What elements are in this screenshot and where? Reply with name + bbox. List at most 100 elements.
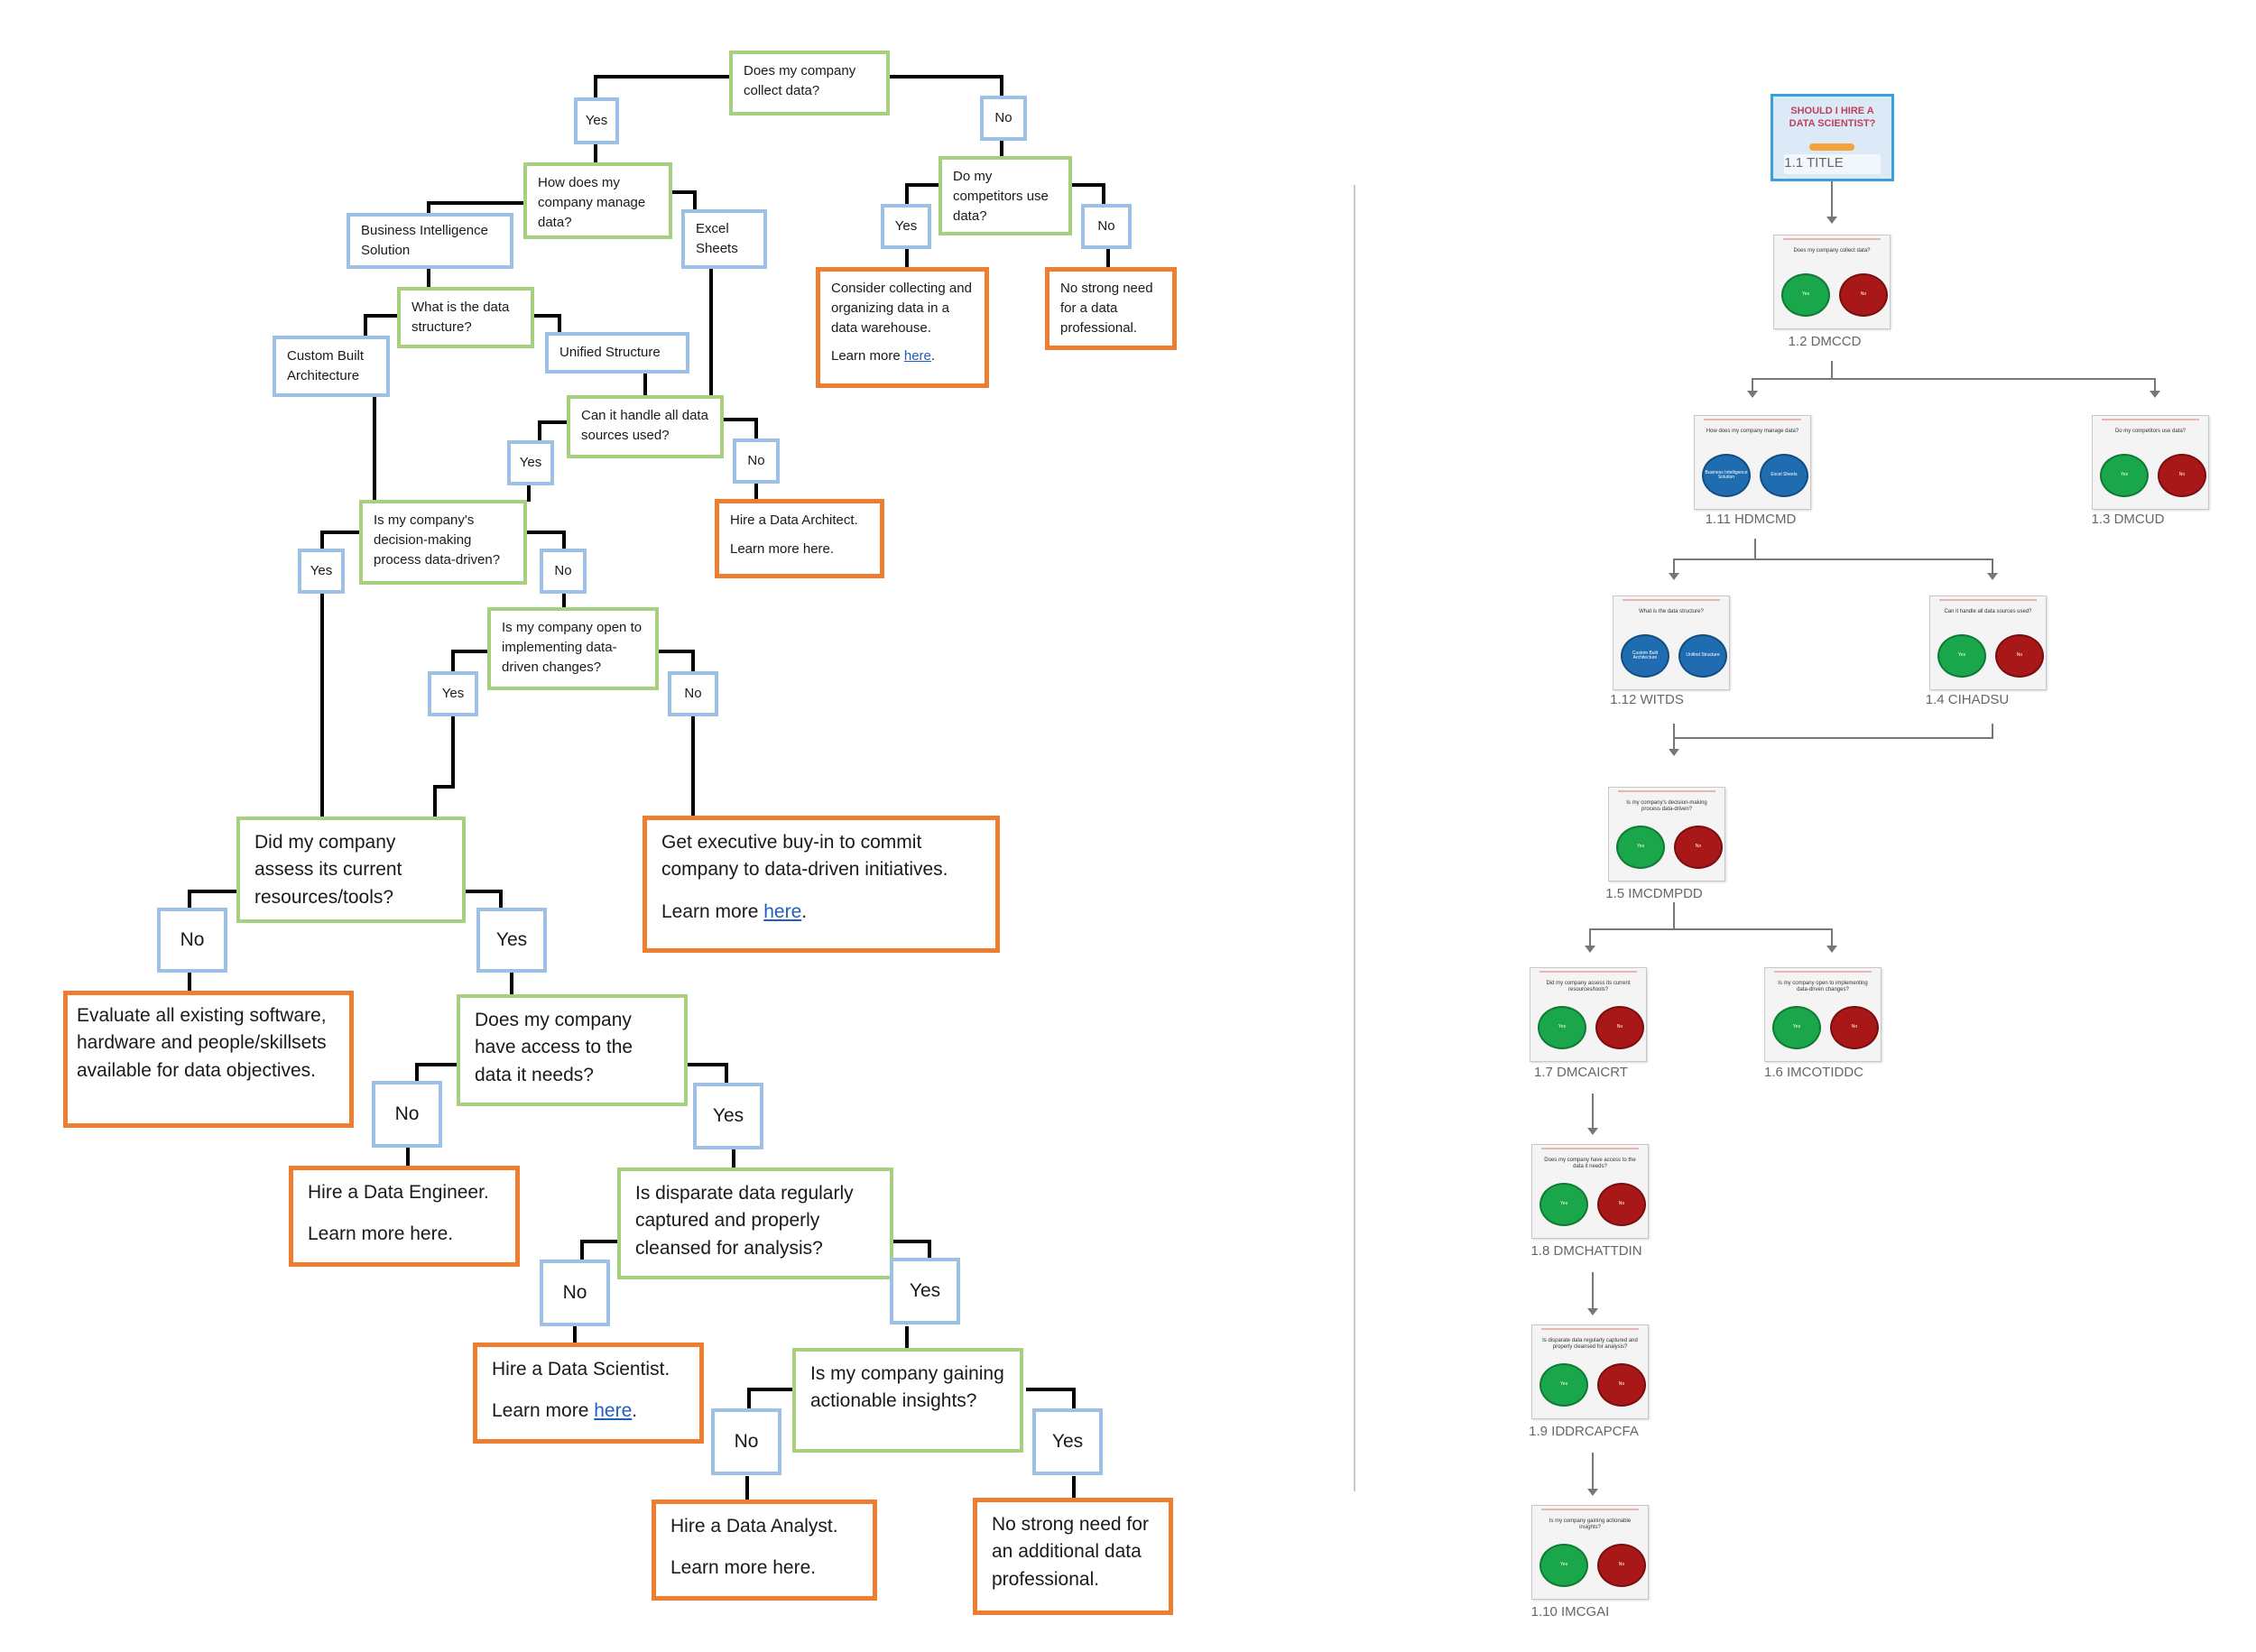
card-title: Does my company collect data? (1793, 248, 1871, 254)
storyboard-card-1-10[interactable]: Is my company gaining actionable insight… (1531, 1505, 1649, 1600)
learn-more-link[interactable]: here (594, 1400, 633, 1422)
card-header (1623, 599, 1720, 601)
result-text: Hire a Data Analyst. (670, 1516, 838, 1537)
answer-label: Yes (712, 1104, 744, 1126)
no-label: No (1618, 1381, 1625, 1388)
no-button-icon: No (1597, 1363, 1646, 1407)
storyboard-label: 1.2 DMCCD (1788, 334, 1862, 349)
answer-no-assess: No (157, 908, 227, 973)
result-text: Hire a Data Engineer. (308, 1182, 489, 1203)
title-card-text: SHOULD I HIRE A DATA SCIENTIST? (1789, 106, 1876, 129)
answer-excel-sheets: Excel Sheets (681, 209, 767, 269)
storyboard-card-1-3[interactable]: Do my competitors use data? Yes No (2092, 415, 2209, 510)
storyboard-card-1-2[interactable]: Does my company collect data? Yes No (1773, 235, 1891, 329)
storyboard-card-1-9[interactable]: Is disparate data regularly captured and… (1531, 1324, 1649, 1419)
no-label: No (1851, 1024, 1858, 1030)
answer-label: No (180, 928, 205, 950)
storyboard-label: 1.11 HDMCMD (1705, 512, 1797, 527)
learn-more-text: Learn more here. (661, 899, 981, 926)
yes-label: Yes (2120, 472, 2129, 478)
storyboard-label: 1.5 IMCDMPDD (1605, 886, 1703, 901)
question-assess-resources: Did my company assess its current resour… (236, 817, 466, 923)
storyboard-card-1-8[interactable]: Does my company have access to the data … (1531, 1144, 1649, 1239)
result-text: No strong need for a data professional. (1060, 281, 1153, 336)
question-text: Do my competitors use data? (953, 169, 1049, 224)
question-competitors-use-data: Do my competitors use data? (938, 156, 1072, 235)
question-text: Does my company have access to the data … (475, 1010, 633, 1085)
yes-button-icon: Yes (1772, 1006, 1821, 1049)
answer-label: No (747, 453, 765, 469)
answer-yes-access: Yes (693, 1083, 763, 1149)
answer-business-intelligence: Business Intelligence Solution (347, 213, 513, 269)
storyboard-card-1-6[interactable]: Is my company open to implementing data-… (1764, 967, 1882, 1062)
question-text: How does my company manage data? (538, 175, 646, 230)
section-divider (1354, 185, 1355, 1491)
storyboard-title-card[interactable]: SHOULD I HIRE A DATA SCIENTIST? (1771, 94, 1894, 181)
question-collect-data: Does my company collect data? (729, 51, 890, 115)
learn-more-text: Learn more here. (308, 1223, 454, 1245)
learn-more-suffix: . (930, 348, 936, 365)
answer-label: Yes (495, 928, 528, 950)
yes-label: Yes (1636, 844, 1645, 850)
question-text: Is disparate data regularly captured and… (635, 1183, 854, 1259)
result-no-strong-need: No strong need for a data professional. (1045, 267, 1177, 350)
storyboard-label: 1.12 WITDS (1610, 692, 1684, 707)
question-decision-driven: Is my company's decision-making process … (359, 500, 527, 585)
storyboard-label: 1.7 DMCAICRT (1534, 1065, 1628, 1080)
yes-button-icon: Yes (2100, 454, 2149, 497)
answer-label: No (562, 1281, 587, 1303)
learn-more-link[interactable]: here (903, 348, 931, 365)
yes-button-icon: Yes (1616, 826, 1665, 869)
storyboard-card-1-11[interactable]: How does my company manage data? Busines… (1694, 415, 1811, 510)
answer-no-disparate: No (540, 1260, 610, 1326)
result-text: Hire a Data Architect. (730, 512, 858, 528)
learn-more-text: Learn more here. (730, 540, 835, 557)
result-text: Hire a Data Scientist. (492, 1359, 670, 1380)
storyboard-card-1-12[interactable]: What is the data structure? Custom Built… (1613, 595, 1730, 690)
storyboard-label: 1.9 IDDRCAPCFA (1529, 1424, 1639, 1439)
answer-label: Yes (441, 686, 465, 702)
result-hire-data-engineer: Hire a Data Engineer. Learn more here. (289, 1166, 520, 1267)
unified-label: Unified Structure (1686, 652, 1720, 659)
question-access-data: Does my company have access to the data … (457, 994, 688, 1106)
answer-yes-competitors: Yes (881, 204, 931, 249)
learn-more-link[interactable]: here (763, 900, 802, 922)
no-label: No (1618, 1562, 1625, 1568)
answer-yes-open: Yes (428, 671, 478, 716)
answer-yes-collect: Yes (574, 97, 619, 144)
yes-label: Yes (1559, 1562, 1568, 1568)
no-label: No (1618, 1201, 1625, 1207)
excel-button-icon: Excel Sheets (1760, 454, 1808, 497)
no-button-icon: No (1597, 1183, 1646, 1226)
storyboard-card-1-5[interactable]: Is my company's decision-making process … (1608, 787, 1725, 881)
card-title: Is disparate data regularly captured and… (1542, 1338, 1638, 1351)
yes-label: Yes (1558, 1024, 1567, 1030)
question-open-changes: Is my company open to implementing data-… (487, 607, 659, 690)
answer-no-access: No (372, 1081, 442, 1148)
storyboard-card-1-7[interactable]: Did my company assess its current resour… (1530, 967, 1647, 1062)
answer-label: No (684, 686, 702, 702)
learn-more-prefix: Learn more (492, 1400, 595, 1422)
learn-more-text: Learn more here. (831, 346, 974, 366)
question-text: Did my company assess its current resour… (254, 832, 402, 908)
card-header (1704, 419, 1801, 420)
storyboard-card-1-4[interactable]: Can it handle all data sources used? Yes… (1929, 595, 2047, 690)
result-hire-data-scientist: Hire a Data Scientist. Learn more here. (473, 1343, 704, 1444)
storyboard-label: 1.3 DMCUD (2091, 512, 2165, 527)
learn-more-text: Learn more here. (670, 1557, 817, 1579)
answer-label: No (734, 1430, 759, 1452)
custom-button-icon: Custom Built Architecture (1621, 634, 1669, 678)
card-header (1541, 1328, 1639, 1330)
result-text: Consider collecting and organizing data … (831, 281, 972, 336)
result-consider-collecting: Consider collecting and organizing data … (816, 267, 989, 388)
answer-yes-assess: Yes (476, 908, 547, 973)
answer-no-handle: No (733, 438, 780, 484)
no-label: No (1860, 291, 1867, 298)
no-label: No (2016, 652, 2023, 659)
card-header (1618, 790, 1715, 792)
title-card-button (1809, 143, 1854, 151)
yes-label: Yes (1957, 652, 1966, 659)
answer-label: Yes (519, 455, 542, 471)
answer-no-insights: No (711, 1408, 781, 1475)
yes-button-icon: Yes (1539, 1183, 1588, 1226)
